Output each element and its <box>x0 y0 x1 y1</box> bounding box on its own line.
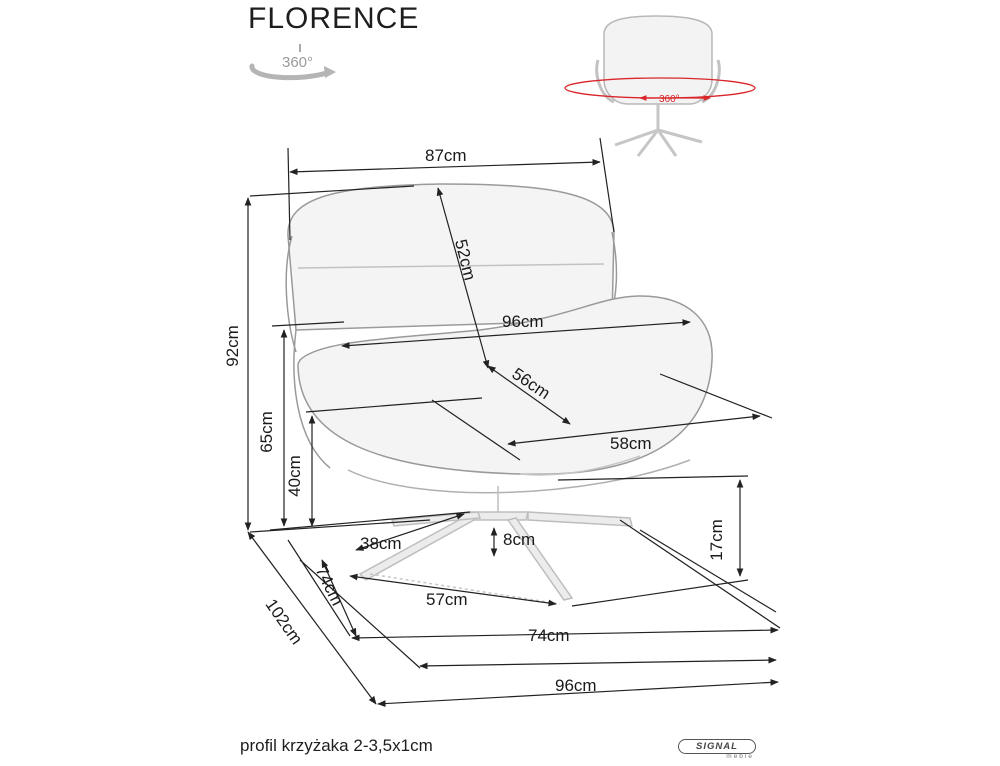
preview-chair: 360° <box>564 15 756 157</box>
dim-top-width: 87cm <box>425 146 467 165</box>
rotate-360-icon: 360° <box>249 44 336 81</box>
dim-base-diagonal: 57cm <box>426 590 468 609</box>
dimension-lines <box>244 137 781 707</box>
base-profile-note: profil krzyżaka 2-3,5x1cm <box>240 736 433 755</box>
brand-logo: SIGNAL meble <box>678 739 756 761</box>
dim-base-leg: 38cm <box>360 534 402 553</box>
chair-sketch <box>285 183 713 605</box>
dim-armrest-height: 65cm <box>256 411 276 453</box>
product-title: FLORENCE <box>248 2 420 35</box>
preview-360-label: 360° <box>659 94 680 105</box>
brand-logo-text: SIGNAL <box>678 739 756 754</box>
dim-total-width: 96cm <box>555 676 597 695</box>
dim-base-width: 74cm <box>528 626 570 645</box>
dim-seat-height: 40cm <box>284 455 304 497</box>
brand-logo-subtext: meble <box>726 753 754 760</box>
dim-armrest-width: 96cm <box>502 312 544 331</box>
dim-total-height: 92cm <box>222 325 242 367</box>
dim-side-depth: 58cm <box>610 434 652 453</box>
dim-base-height: 17cm <box>706 519 726 561</box>
rotate-360-label: 360° <box>282 54 313 71</box>
dim-base-profile-height: 8cm <box>503 530 536 549</box>
